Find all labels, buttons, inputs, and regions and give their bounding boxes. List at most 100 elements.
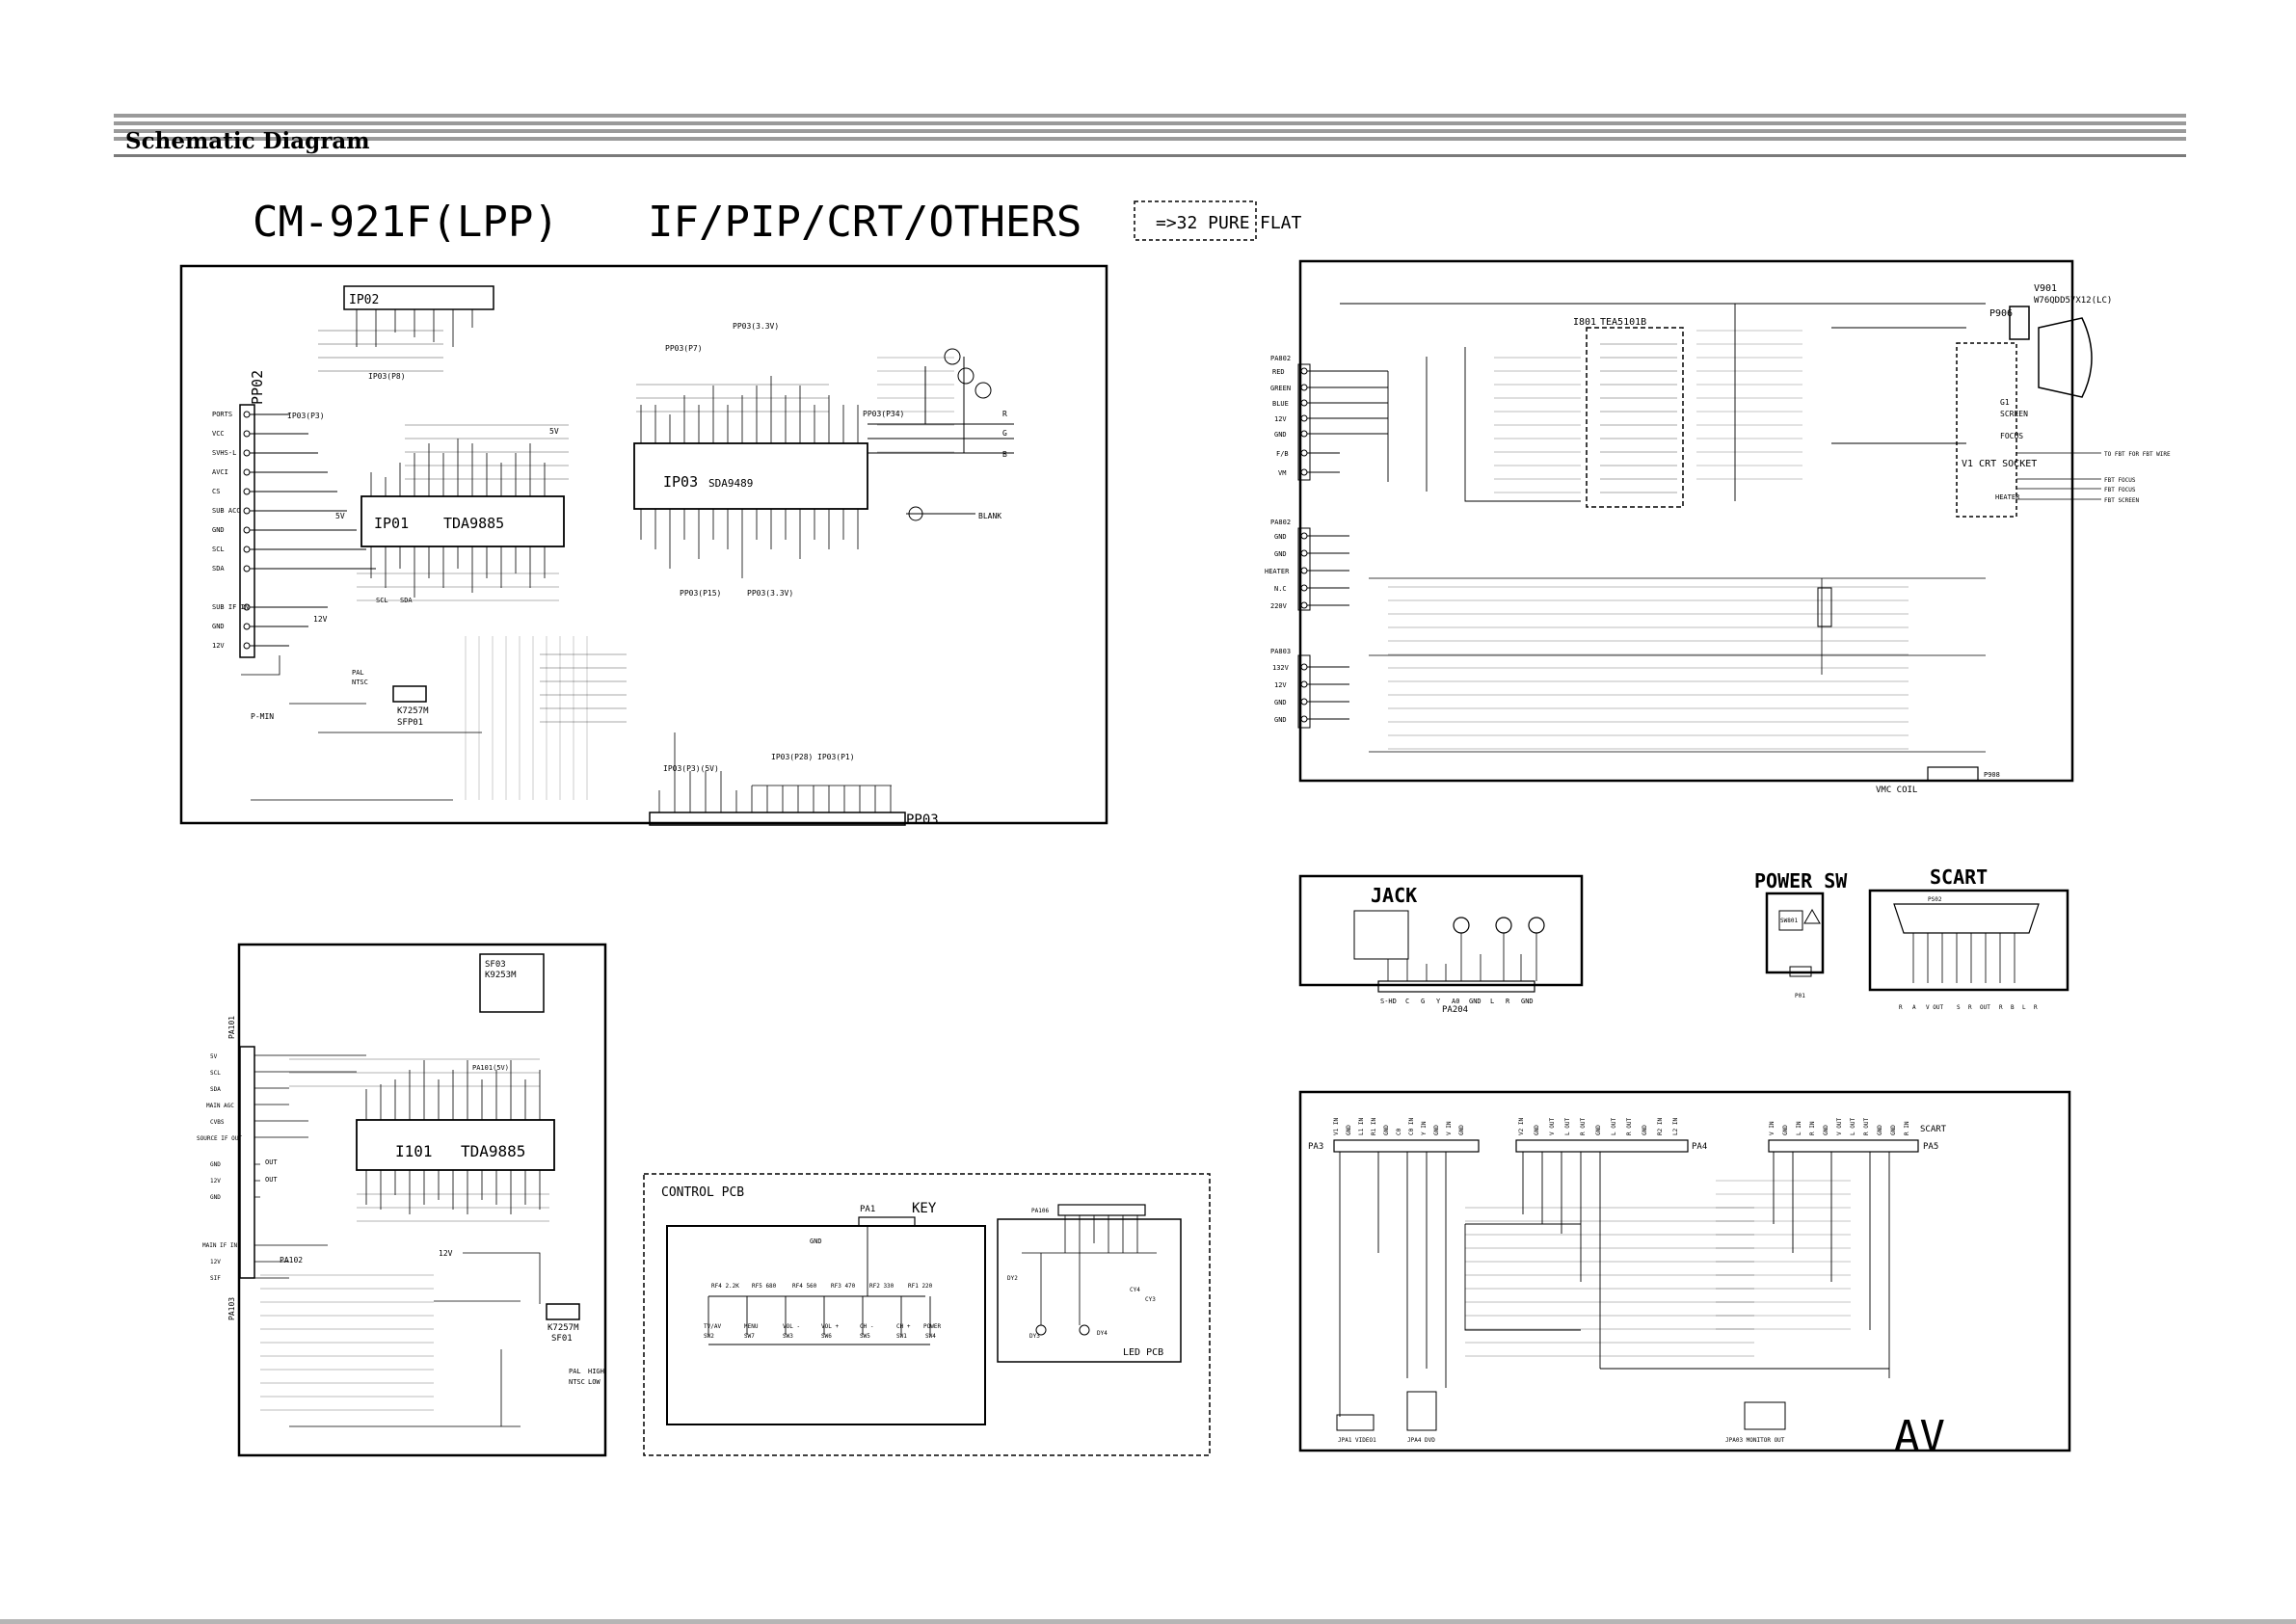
saw-filter-sfp01: [392, 685, 427, 703]
power-sw-part: SW801: [1780, 918, 1798, 924]
ic-ip03-label: IP03: [663, 473, 698, 491]
pp02-pin-label: PORTS: [212, 411, 232, 418]
note-text: =>32 PURE: [1156, 213, 1250, 233]
fbt-ref: FBT FOCUS: [2104, 477, 2136, 484]
connector-pa3: [1333, 1139, 1480, 1153]
key-power-label: POWER: [923, 1323, 941, 1330]
jack-board: JACK PA204 S-HD C G Y A0 GND L R GND: [1298, 874, 1584, 1015]
crt-pin-label: GND: [1274, 431, 1287, 439]
scart-connector: PS02: [1928, 896, 1942, 903]
av-jack-label: JPA1 VIDEO1: [1338, 1437, 1376, 1444]
av-pin-label: C0: [1396, 1128, 1402, 1135]
jack-pin-label: L: [1490, 998, 1494, 1005]
crt-tube-label: V901: [2034, 283, 2057, 294]
pp02-pin-label: SDA: [212, 565, 225, 572]
section-title: IF/PIP/CRT/OTHERS: [648, 198, 1081, 247]
crt-pin-label: BLUE: [1272, 400, 1289, 408]
crt-pin-label: 12V: [1274, 681, 1287, 689]
if-pin-label: MAIN AGC: [206, 1103, 234, 1109]
ref-ip03-p3: IP03(P3): [287, 412, 325, 420]
pp02-pin-label: GND: [212, 526, 225, 534]
crt-pin-label: GND: [1274, 533, 1287, 541]
ref-r: R: [1002, 410, 1007, 418]
ic-i101-label: I101: [395, 1142, 433, 1160]
ref-ip03-p8: IP03(P8): [368, 372, 406, 381]
if-pin-label: MAIN IF IN: [202, 1242, 238, 1249]
av-pin-label: GND: [1383, 1125, 1390, 1135]
led-part-label: DY4: [1097, 1330, 1108, 1337]
ref-5v: 5V: [549, 427, 559, 436]
ref-blank: BLANK: [978, 512, 1001, 520]
plug-p906-label: P906: [1989, 308, 2013, 319]
vmc-connector-label: P908: [1984, 771, 2000, 779]
crt-socket-label: V1 CRT SOCKET: [1962, 459, 2037, 469]
jack-pin-label: GND: [1521, 998, 1534, 1005]
connector-pa4: [1515, 1139, 1689, 1153]
av-pin-label: R2 IN: [1657, 1118, 1664, 1135]
av-pin-label: GND: [1877, 1125, 1883, 1135]
resistor-label: RF1 220: [908, 1283, 933, 1290]
av-pin-label: L1 IN: [1358, 1118, 1365, 1135]
ic-i801: [1586, 327, 1684, 508]
if-board: PA101 PA103 5V SCL SDA MAIN AGC CVBS SOU…: [197, 943, 607, 1457]
crt-socket: [1956, 342, 2017, 518]
ref-b: B: [1002, 450, 1007, 459]
pp02-pin-label: AVCI: [212, 468, 228, 476]
pp02-pin-label: SCL: [212, 546, 225, 553]
connector-pa1: [858, 1216, 916, 1227]
if-pin-label: CVBS: [210, 1119, 225, 1126]
crt-pin-label: GND: [1274, 699, 1287, 706]
ref-out: OUT: [265, 1176, 278, 1184]
saw-sf01-ref: SF01: [551, 1334, 573, 1344]
note-box: [1134, 200, 1257, 241]
power-switch-board: POWER SW SW801 P01: [1754, 869, 1848, 999]
crt-label-g1: G1: [2000, 398, 2010, 407]
vmc-connector: [1927, 766, 1979, 782]
av-title: AV: [1894, 1412, 1945, 1461]
note-suffix: FLAT: [1260, 213, 1302, 233]
ic-i801-label: I801: [1573, 317, 1596, 328]
connector-pa3-label: PA3: [1308, 1142, 1323, 1152]
led-pcb-title: LED PCB: [1123, 1347, 1163, 1358]
ref-low: LOW: [588, 1378, 601, 1386]
ref-high: HIGH: [588, 1368, 604, 1375]
pip-if-board: PP02 PORTS VCC SVHS-L AVCI CS SUB ACC GN…: [179, 264, 1108, 828]
connector-pp02-label: PP02: [249, 370, 266, 405]
saw-sf03-label: SF03: [485, 960, 506, 970]
resistor-label: RF3 470: [831, 1283, 856, 1290]
crt-tube-part: W76QDD57X12(LC): [2034, 296, 2112, 306]
control-pcb-title: CONTROL PCB: [661, 1185, 744, 1200]
av-jack-label: JPA4 DVD: [1407, 1437, 1435, 1444]
ic-ip01-label: IP01: [374, 515, 409, 532]
crt-board: PA802 RED GREEN BLUE 12V GND F/B VM PA80…: [1265, 259, 2171, 795]
av-pin-label: C0 IN: [1408, 1118, 1415, 1135]
crt-pin-label: RED: [1272, 368, 1285, 376]
ref-pp03-p15: PP03(P15): [680, 589, 721, 598]
av-pin-label: V IN: [1446, 1121, 1453, 1135]
jack-pin-label: GND: [1469, 998, 1482, 1005]
ref-pa102: PA102: [280, 1256, 303, 1265]
ic-ip02-label: IP02: [349, 293, 379, 307]
scart-pin-label: R: [1968, 1004, 1972, 1011]
ref-ntsc: NTSC: [569, 1378, 585, 1386]
crt-pin-label: GREEN: [1270, 385, 1291, 392]
connector-pa204: [1377, 980, 1535, 993]
connector-pa106: [1057, 1204, 1146, 1216]
crt-pin-label: 220V: [1270, 602, 1288, 610]
scart-pin-label: S: [1957, 1004, 1961, 1011]
pp02-pin-label: GND: [212, 623, 225, 630]
jack-pin-label: G: [1421, 998, 1425, 1005]
scart-pin-label: OUT: [1980, 1004, 1990, 1011]
if-pin-label: SIF: [210, 1275, 221, 1282]
scart-socket-icon: [1893, 903, 2040, 934]
ref-5v: 5V: [335, 512, 345, 520]
key-chup-ref: SW1: [896, 1333, 907, 1340]
connector-pp03-label: PP03: [906, 812, 939, 828]
fbt-ref: FBT SCREEN: [2104, 497, 2140, 504]
ic-ip01-part: TDA9885: [443, 515, 504, 532]
key-voldown-label: VOL -: [783, 1323, 800, 1330]
ref-bottom-1: IP03(P28): [771, 753, 813, 761]
connector-pa5: [1768, 1139, 1919, 1153]
crt-pin-label: 12V: [1274, 415, 1287, 423]
